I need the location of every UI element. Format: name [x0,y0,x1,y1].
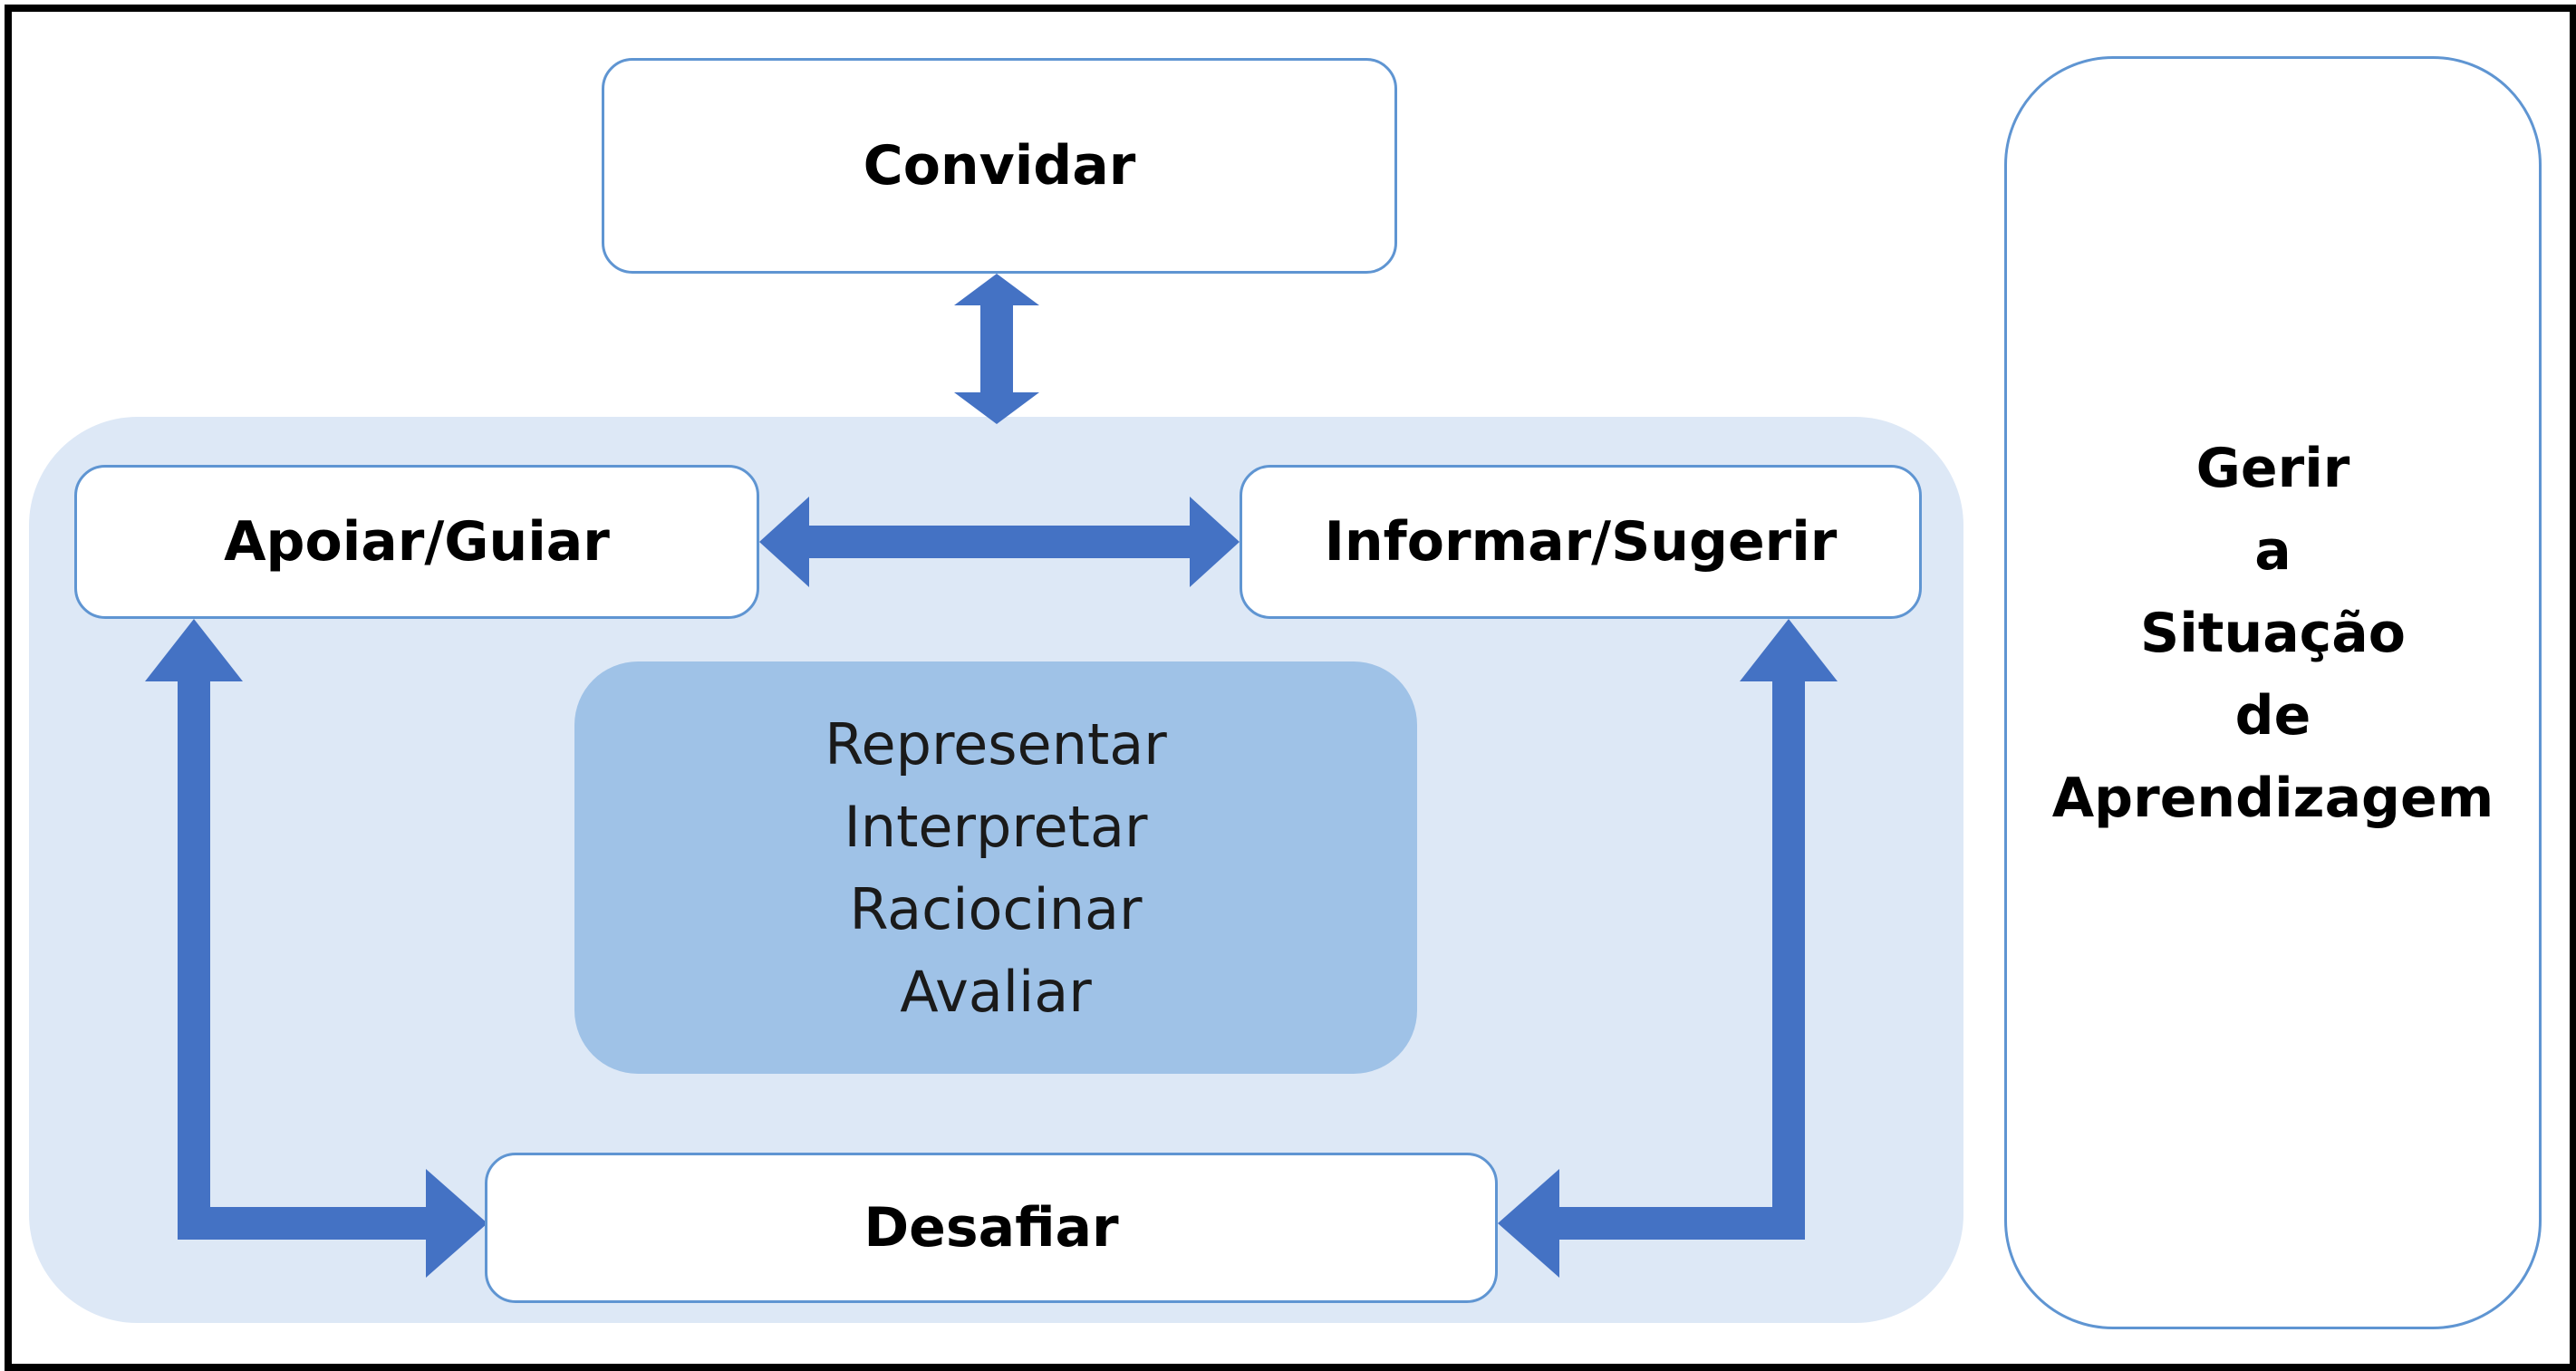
node-convidar-label: Convidar [863,134,1136,198]
arrow-informar-desafiar [1498,619,1838,1278]
arrow-convidar-group [954,274,1039,424]
node-informar-sugerir: Informar/Sugerir [1240,465,1922,619]
node-informar-label: Informar/Sugerir [1324,510,1838,574]
node-convidar: Convidar [602,58,1397,274]
center-processes-box: Representar Interpretar Raciocinar Avali… [574,661,1417,1074]
node-desafiar: Desafiar [485,1153,1498,1303]
node-desafiar-label: Desafiar [863,1196,1119,1260]
side-line-1: Gerir [2195,437,2350,500]
node-gerir-situacao: Gerir a Situação de Aprendizagem [2004,56,2542,1329]
center-line-3: Raciocinar [849,875,1143,942]
diagram-frame [5,5,2576,1371]
side-line-3: Situação [2140,602,2406,665]
center-line-1: Representar [825,710,1167,777]
arrow-apoiar-informar [759,497,1240,587]
arrow-apoiar-desafiar [145,619,487,1278]
side-line-5: Aprendizagem [2051,767,2494,830]
side-line-2: a [2254,519,2291,583]
node-apoiar-label: Apoiar/Guiar [224,510,610,574]
node-apoiar-guiar: Apoiar/Guiar [74,465,759,619]
center-line-2: Interpretar [844,793,1148,860]
center-line-4: Avaliar [900,958,1092,1025]
side-line-4: de [2234,684,2311,748]
